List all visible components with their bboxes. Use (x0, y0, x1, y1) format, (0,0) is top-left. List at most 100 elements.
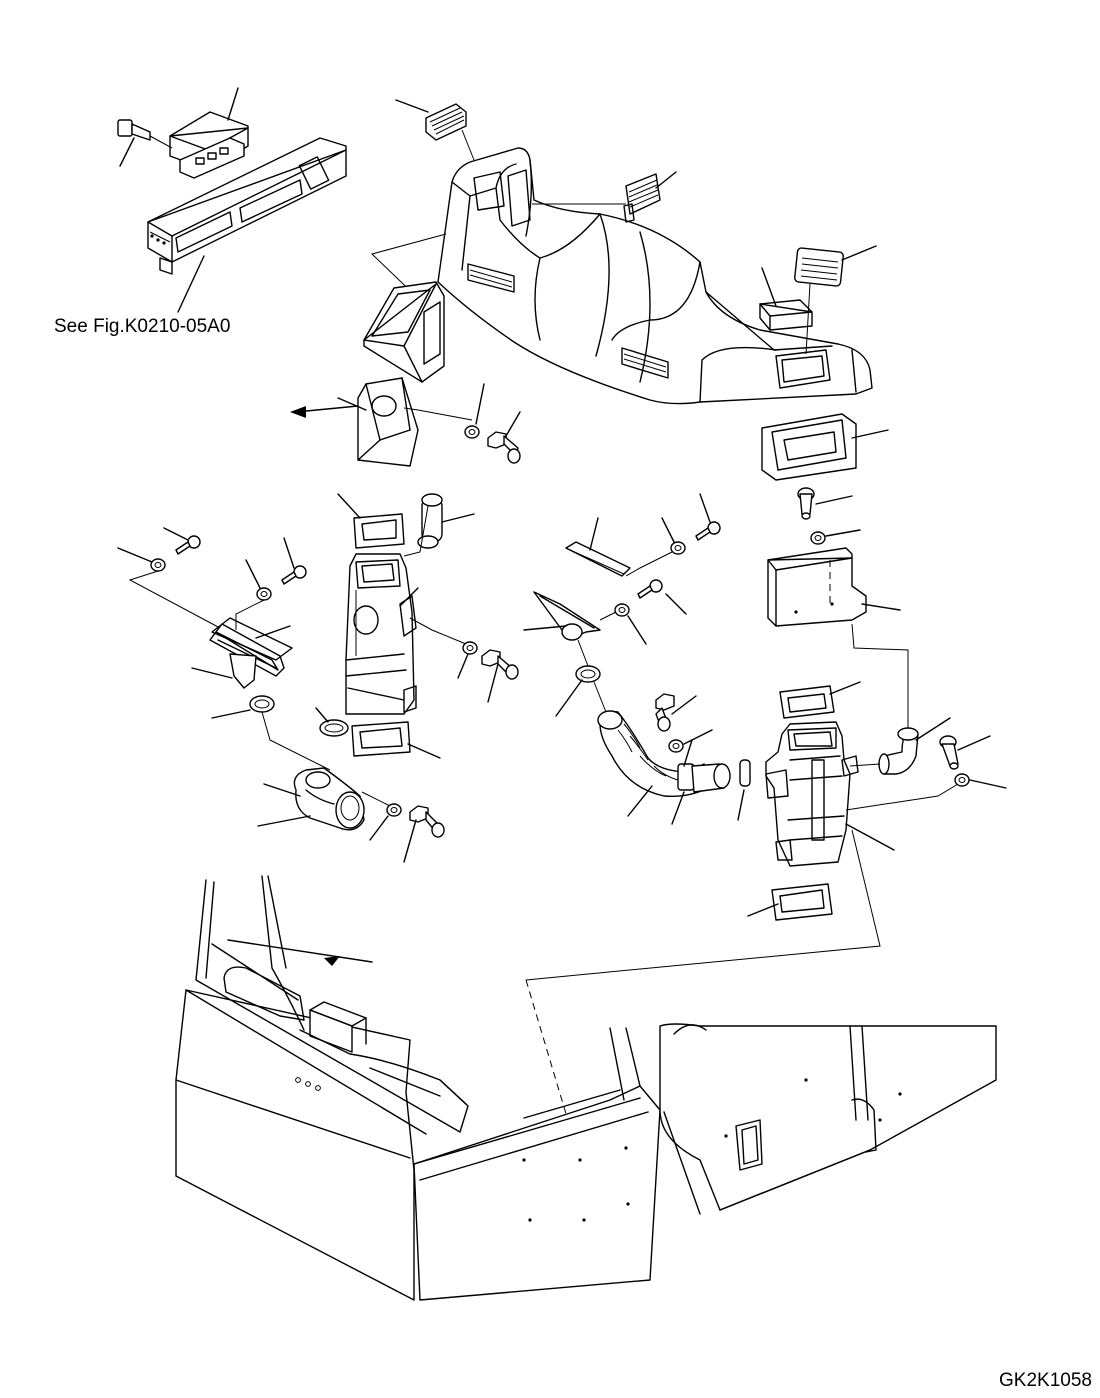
screw (176, 536, 200, 554)
leader-line (264, 784, 300, 796)
washer (955, 774, 969, 786)
leader-line (672, 792, 684, 824)
leader-line (958, 736, 990, 750)
leader-line (400, 588, 418, 606)
elbow-connector (879, 728, 918, 774)
washer (463, 642, 477, 654)
leader-line (526, 830, 880, 980)
duct-gasket-frame (364, 282, 444, 382)
upper-vent-louver (426, 104, 474, 160)
figure-code: GK2K1058 (999, 1370, 1092, 1391)
leader-line (526, 980, 596, 1214)
hex-bolt (410, 806, 444, 837)
leader-line (410, 618, 466, 644)
defroster-nozzle (210, 618, 292, 688)
leader-line (120, 138, 134, 166)
leader-line (684, 740, 692, 766)
leader-line (852, 624, 908, 728)
leader-line (700, 494, 710, 522)
washer (387, 804, 401, 816)
hex-bolt (656, 694, 674, 731)
leader-line (130, 571, 220, 628)
left-duct-body (346, 554, 416, 714)
hex-bolt (482, 650, 518, 679)
leader-line (488, 664, 498, 702)
leader-line (590, 518, 598, 550)
leader-line (846, 784, 958, 810)
hex-bolt (798, 488, 814, 519)
flexible-hose (598, 711, 730, 796)
nozzle-plate (566, 542, 630, 576)
leader-line (850, 764, 880, 766)
screw (638, 580, 662, 598)
lower-duct-gasket (772, 884, 832, 920)
leader-line (738, 790, 744, 820)
duct-elbow-bracket (768, 548, 866, 626)
leader-line (118, 548, 152, 562)
leader-line (408, 744, 440, 758)
screw (696, 522, 720, 540)
leader-line (338, 494, 360, 518)
leader-line (806, 284, 810, 354)
leader-line (404, 408, 472, 420)
leader-line (830, 682, 860, 694)
leader-line (916, 718, 950, 740)
leader-line (256, 626, 290, 638)
leader-line (816, 496, 852, 504)
airflow-arrow (290, 398, 366, 418)
cab-side-panel (414, 1028, 660, 1300)
leader-line (178, 256, 204, 312)
console-cover (438, 148, 872, 404)
leader-line (258, 816, 310, 826)
leader-line (656, 172, 676, 188)
leader-line (684, 730, 712, 744)
panel-screw (118, 120, 172, 148)
leader-line (578, 640, 588, 666)
leader-line (762, 268, 776, 306)
leader-line (672, 696, 696, 714)
lower-duct-gasket (352, 722, 410, 756)
cab-rear-panel (660, 1024, 996, 1214)
duct-gasket (354, 514, 404, 548)
leader-line (748, 904, 778, 916)
washer (465, 426, 479, 438)
hose-clamp (320, 720, 348, 736)
right-vent-grille (794, 248, 843, 287)
leader-line (852, 430, 888, 438)
leader-line (626, 552, 672, 576)
control-panel-assembly (148, 138, 346, 274)
leader-line (666, 594, 686, 614)
duct-adapter (762, 414, 856, 480)
washer (669, 740, 683, 752)
hose-clamp (576, 666, 600, 682)
leader-line (594, 682, 606, 712)
leader-line (556, 680, 582, 716)
reference-note: See Fig.K0210-05A0 (54, 316, 231, 337)
leader-line (228, 88, 238, 120)
washer (615, 604, 629, 616)
hex-bolt (940, 736, 958, 769)
leader-line (662, 518, 674, 542)
leader-line (316, 708, 328, 722)
leader-line (970, 780, 1006, 788)
leader-line (284, 538, 294, 568)
leader-line (192, 668, 232, 678)
leader-line (262, 712, 330, 770)
leader-line (442, 514, 474, 522)
washer (671, 542, 685, 554)
leader-line (404, 506, 428, 556)
leader-line (842, 246, 876, 260)
right-duct-body (766, 722, 858, 866)
leader-line (826, 530, 860, 536)
cab-frame (176, 876, 468, 1300)
right-vent-frame (760, 300, 812, 330)
elbow-hose (294, 768, 364, 830)
washer (811, 532, 825, 544)
leader-line (362, 792, 390, 806)
leader-line (600, 612, 616, 620)
leader-line (458, 654, 468, 678)
defroster-nozzle (534, 592, 600, 640)
leader-line (846, 824, 894, 850)
leader-line (396, 100, 428, 112)
